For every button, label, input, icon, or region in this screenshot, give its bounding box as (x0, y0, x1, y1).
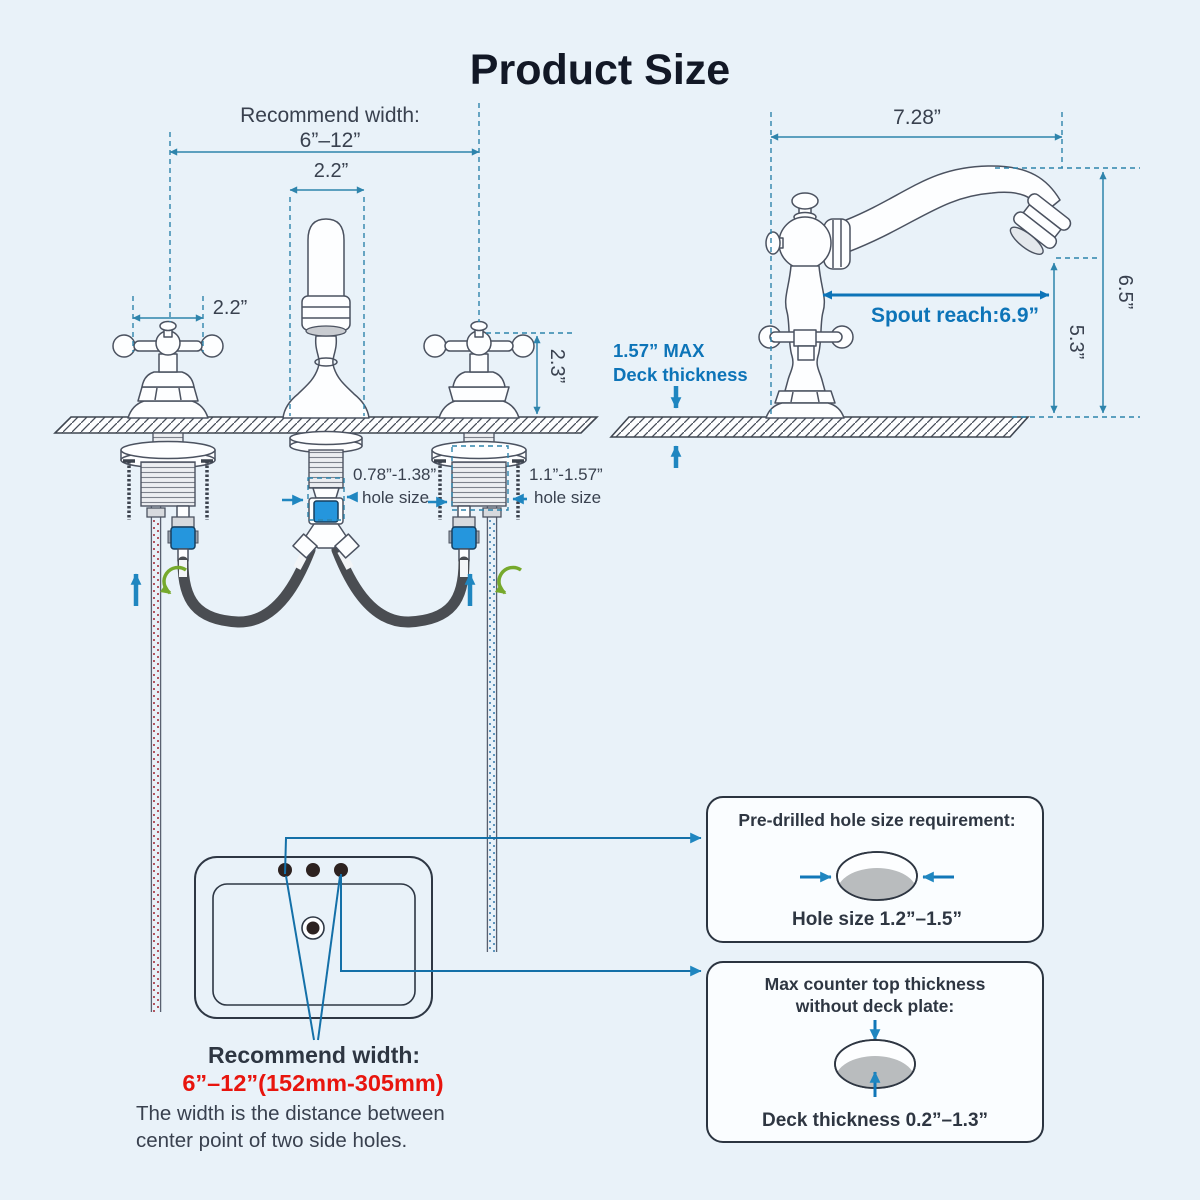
side-view-diagram: 7.28” 6.5” 5.3” Spout reach:6.9” 1.57” M… (609, 106, 1140, 468)
page-title: Product Size (470, 46, 730, 94)
faucet-side (758, 165, 1072, 419)
basin-outline (212, 883, 416, 1006)
recommend-width-value: 6”–12” (300, 129, 361, 152)
right-handle-front (423, 320, 535, 419)
front-view-diagram: Recommend width: 6”–12” 2.2” 2.2” 2.3” 0… (53, 103, 603, 1012)
deck-thickness-caption: Deck thickness 0.2”–1.3” (762, 1110, 988, 1131)
rotate-arrow-left (159, 565, 187, 595)
faucet-hole-right (334, 863, 348, 877)
right-valve-underdeck (431, 432, 527, 952)
faucet-hole-center (306, 863, 320, 877)
hole-size-caption: Hole size 1.2”–1.5” (792, 909, 962, 930)
left-quick-connector (170, 526, 196, 550)
side-hole-caption: hole size (534, 488, 601, 507)
spout-front (282, 218, 370, 419)
deck-box-title1: Max counter top thickness (765, 974, 986, 994)
sink-note-desc2: center point of two side holes. (136, 1129, 407, 1152)
outlet-height-dim: 5.3” (1065, 325, 1087, 359)
countertop-side (609, 416, 1030, 438)
width-pointer-left (285, 875, 315, 1041)
drain-hole (306, 921, 320, 935)
overall-height-dim: 6.5” (1114, 275, 1136, 309)
sink-outline (194, 856, 433, 1019)
center-hole-dashed-box (307, 477, 345, 521)
deck-thickness-box: Max counter top thickness without deck p… (706, 961, 1044, 1143)
overall-width-dim: 7.28” (893, 106, 941, 129)
front-view-dimensions: Recommend width: 6”–12” 2.2” 2.2” 2.3” 0… (132, 103, 603, 521)
side-hole-dashed-box (451, 445, 509, 511)
right-quick-connector (451, 526, 477, 550)
handle-height-dim: 2.3” (546, 349, 568, 383)
rotate-arrow-right (494, 565, 522, 595)
side-hole-size: 1.1”-1.57” (529, 465, 603, 484)
install-direction-arrows (130, 565, 522, 606)
spout-width-dim: 2.2” (314, 160, 348, 182)
sink-note-heading: Recommend width: (208, 1042, 420, 1068)
left-handle-front (112, 320, 224, 419)
spout-reach-label: Spout reach:6.9” (871, 304, 1039, 327)
hole-shading (837, 868, 917, 900)
left-valve-underdeck (120, 432, 216, 1012)
width-pointer-right (317, 875, 341, 1041)
connector-to-hole-box (284, 832, 702, 875)
sink-note-range: 6”–12”(152mm-305mm) (182, 1070, 443, 1096)
flex-hoses (177, 544, 470, 628)
connector-to-deck-box (340, 874, 702, 977)
deck-max-line2: Deck thickness (613, 364, 748, 385)
countertop-front (53, 416, 599, 434)
sink-note-desc1: The width is the distance between (136, 1102, 445, 1125)
hole-size-box-title: Pre-drilled hole size requirement: (738, 810, 1015, 830)
handle-width-dim: 2.2” (213, 297, 247, 319)
deck-box-title2: without deck plate: (795, 996, 954, 1016)
center-quick-connector (313, 500, 339, 523)
sink-top-view: Recommend width: 6”–12”(152mm-305mm) The… (136, 832, 702, 1152)
center-shank-underdeck (289, 430, 363, 559)
recommend-width-label: Recommend width: (240, 104, 420, 127)
center-hole-size: 0.78”-1.38” (353, 465, 436, 484)
hole-size-box: Pre-drilled hole size requirement: Hole … (706, 796, 1044, 943)
center-hole-caption: hole size (362, 488, 429, 507)
spout-outlet (1009, 193, 1072, 255)
deck-max-line1: 1.57” MAX (613, 340, 705, 361)
side-view-dimensions: 7.28” 6.5” 5.3” Spout reach:6.9” 1.57” M… (613, 106, 1140, 468)
